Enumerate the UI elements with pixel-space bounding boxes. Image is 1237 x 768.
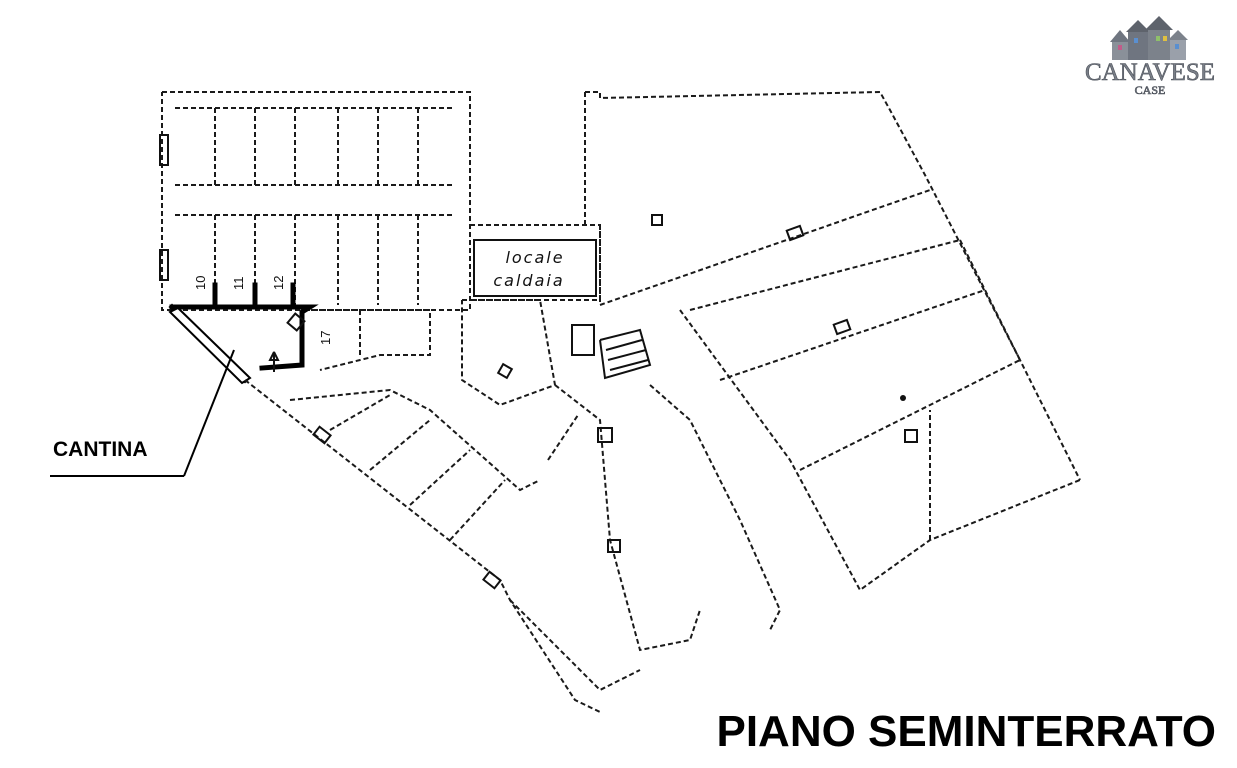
floor-title: PIANO SEMINTERRATO	[716, 707, 1216, 756]
left-cellar-block	[159, 91, 471, 371]
central-core	[461, 224, 652, 407]
logo-sub-text: CASE	[1135, 83, 1166, 97]
canavese-case-logo: CANAVESE CASE	[1085, 16, 1215, 97]
highlighted-cantina	[168, 282, 319, 385]
logo-brand-text: CANAVESE	[1085, 59, 1215, 86]
boiler-room-label-line2: caldaia	[493, 271, 564, 290]
cantina-label: CANTINA	[53, 438, 148, 461]
cantina-callout: CANTINA	[50, 349, 235, 477]
boiler-room-label: locale caldaia	[493, 248, 564, 290]
houses-icon	[1110, 16, 1188, 60]
cellar-number-12: 12	[271, 276, 286, 290]
cellar-number-11: 11	[231, 277, 246, 291]
lower-corridor	[547, 384, 782, 652]
boiler-room-label-line1: locale	[505, 248, 564, 267]
lower-left-wing	[244, 379, 641, 713]
cellar-number-10: 10	[193, 276, 208, 290]
cellar-numbers: 10 11 12 17	[193, 276, 333, 345]
right-block	[584, 90, 1081, 592]
cellar-number-17: 17	[318, 331, 333, 345]
